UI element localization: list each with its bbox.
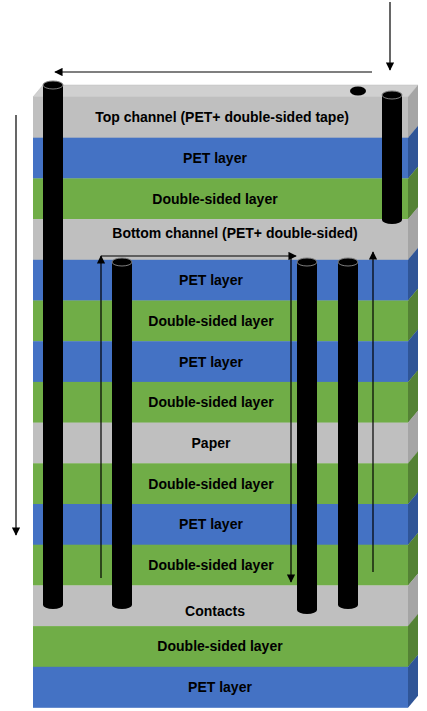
layer-face	[33, 573, 418, 626]
inlet-hole	[350, 87, 366, 96]
layer-band: Bottom channel (PET+ double-sided)	[33, 219, 408, 260]
layer-label: Contacts	[185, 603, 245, 619]
layer-label: PET layer	[179, 272, 243, 288]
layer-face	[33, 207, 418, 260]
layer-band: Double-sided layer	[33, 463, 408, 504]
layer-band: PET layer	[33, 341, 408, 382]
layer-band: Double-sided layer	[33, 626, 408, 667]
layer-label: Double-sided layer	[148, 476, 273, 492]
layer-band: Double-sided layer	[33, 545, 408, 586]
flow-arrow	[290, 258, 291, 582]
layer-label: Double-sided layer	[148, 313, 273, 329]
layer-label: Double-sided layer	[148, 394, 273, 410]
layer-label: PET layer	[179, 516, 243, 532]
layer-label: Double-sided layer	[157, 638, 282, 654]
layer-face	[33, 166, 418, 219]
layer-face	[33, 411, 418, 464]
layer-band: Double-sided layer	[33, 382, 408, 423]
layer-face	[33, 289, 418, 342]
layer-band: PET layer	[33, 667, 408, 708]
layer-face	[33, 492, 418, 545]
layer-face	[33, 85, 418, 138]
layer-band: Double-sided layer	[33, 301, 408, 342]
flow-arrow	[15, 115, 16, 535]
flow-arrow	[100, 256, 101, 578]
layer-band: Paper	[33, 423, 408, 464]
layer-band: PET layer	[33, 138, 408, 179]
layer-face	[33, 126, 418, 179]
layer-label: PET layer	[188, 679, 252, 695]
layer-label: PET layer	[179, 354, 243, 370]
layer-face	[33, 533, 418, 586]
layer-label: Top channel (PET+ double-sided tape)	[95, 109, 349, 125]
layer-band: Top channel (PET+ double-sided tape)	[33, 97, 408, 138]
pillar	[382, 91, 402, 224]
layer-band: PET layer	[33, 260, 408, 301]
layer-face	[33, 451, 418, 504]
pillar	[297, 258, 317, 614]
layer-face	[33, 614, 418, 667]
layer-label: Bottom channel (PET+ double-sided)	[112, 225, 357, 241]
layer-band: PET layer	[33, 504, 408, 545]
layer-face	[33, 329, 418, 382]
pillar-group	[43, 81, 402, 614]
layer-label: Double-sided layer	[148, 557, 273, 573]
pillar	[112, 258, 132, 609]
pillar	[43, 81, 63, 609]
layer-band: Contacts	[33, 585, 408, 626]
flow-arrow	[372, 252, 373, 572]
layer-label: Double-sided layer	[152, 191, 277, 207]
layer-face	[33, 370, 418, 423]
layer-face	[33, 655, 418, 708]
layer-band: Double-sided layer	[33, 178, 408, 219]
top-face	[33, 85, 418, 97]
flow-arrow	[55, 71, 372, 72]
flow-arrow	[389, 2, 390, 70]
layer-label: Paper	[192, 435, 231, 451]
flow-arrow	[101, 255, 296, 256]
layer-face	[33, 248, 418, 301]
pillar	[338, 258, 358, 609]
layer-label: PET layer	[183, 150, 247, 166]
